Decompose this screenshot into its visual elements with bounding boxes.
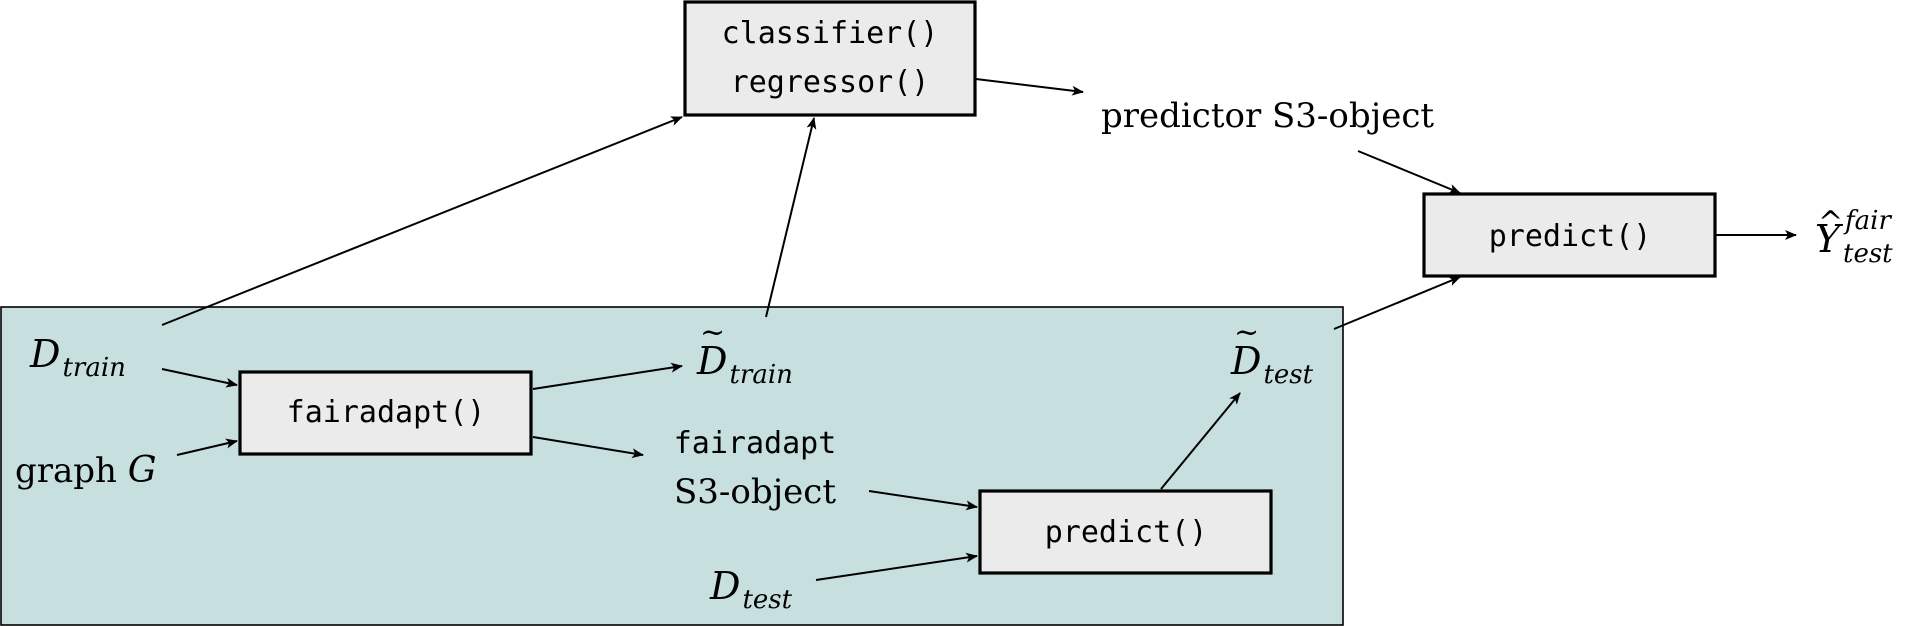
fairadapt-label: fairadapt() [287, 395, 486, 430]
edge-dtest-to-predict [815, 552, 978, 581]
fairadapt-object-label: fairadapt S3-object [674, 426, 837, 512]
edge-fairadapt-object-to-predict [868, 490, 978, 511]
models-box[interactable]: classifier() regressor() [683, 0, 977, 117]
edge-dtrain-to-models [161, 116, 683, 326]
edge-fairadapt-to-dtrain-tilde [532, 362, 683, 390]
edges [161, 78, 1797, 581]
predict-top-label: predict() [1489, 219, 1652, 254]
d-test-label: Dtest [709, 564, 793, 615]
edge-graph-to-fairadapt [176, 438, 238, 456]
predict-box-top[interactable]: predict() [1422, 192, 1717, 278]
predict-box-bottom[interactable]: predict() [978, 489, 1273, 575]
svg-text:Y: Y [1815, 217, 1844, 261]
classifier-label: classifier() [722, 16, 939, 51]
predict-bottom-label: predict() [1045, 515, 1208, 550]
edge-predict-to-dtest-tilde [1160, 392, 1241, 490]
svg-text:test: test [1843, 239, 1893, 269]
predictor-object-label: predictor S3-object [1101, 96, 1434, 136]
svg-text:Dtest: Dtest [1230, 339, 1314, 390]
fairadapt-box[interactable]: fairadapt() [238, 370, 533, 456]
edge-dtrain-to-fairadapt [161, 368, 238, 388]
svg-text:fair: fair [1843, 206, 1892, 236]
edge-fairadapt-to-fairadapt-object [532, 436, 644, 459]
svg-text:Dtrain: Dtrain [696, 339, 793, 390]
graph-label: graph G [15, 450, 157, 491]
d-train-label: Dtrain [29, 332, 126, 383]
edge-models-to-predictor-object [975, 78, 1084, 96]
d-train-tilde-label: ~ Dtrain [696, 315, 793, 390]
tilde-accent: ~ [1234, 315, 1259, 350]
regressor-label: regressor() [731, 65, 930, 100]
edge-predictor-object-to-predict [1357, 150, 1461, 194]
d-test-tilde-label: ~ Dtest [1230, 315, 1314, 390]
svg-text:graph G: graph G [15, 450, 157, 491]
y-hat-label: ^ Y fair test [1815, 205, 1893, 269]
tilde-accent: ~ [700, 315, 725, 350]
edge-dtrain-tilde-to-models [765, 117, 817, 318]
svg-text:Dtrain: Dtrain [29, 332, 126, 383]
edge-dtest-tilde-to-predict [1333, 276, 1461, 330]
hat-accent: ^ [1818, 205, 1843, 240]
svg-text:Dtest: Dtest [709, 564, 793, 615]
svg-text:S3-object: S3-object [674, 472, 836, 512]
svg-text:fairadapt: fairadapt [674, 426, 837, 461]
fairadapt-region [0, 306, 1344, 626]
